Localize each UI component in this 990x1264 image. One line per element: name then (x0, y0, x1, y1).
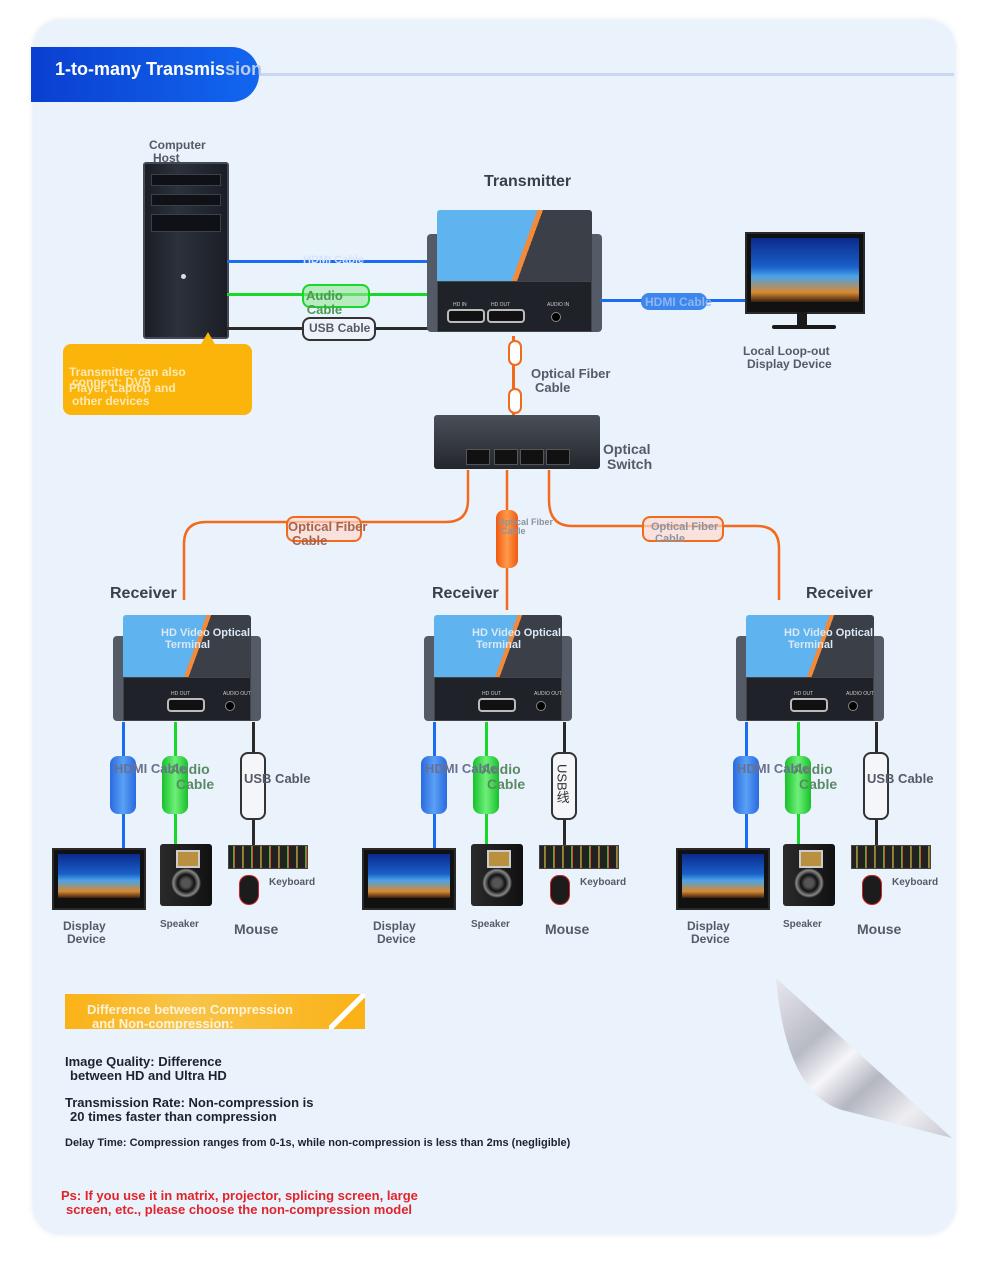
callout-pointer (200, 332, 216, 346)
display-device-icon (52, 848, 146, 910)
keyboard-label: Keyboard (269, 877, 316, 888)
receiver-usb-cable-label: USB线 (554, 764, 570, 804)
receiver-title: Receiver (432, 585, 499, 602)
display-device-icon (362, 848, 456, 910)
receiver-usb-connector (240, 752, 266, 820)
display-device-icon (676, 848, 770, 910)
loop-hdmi-connector (641, 293, 707, 310)
receiver-hdmi-connector (733, 756, 759, 814)
loop-display-monitor-icon (745, 232, 865, 314)
page-curl-decoration (776, 978, 952, 1138)
receiver-title: Receiver (110, 585, 177, 602)
comparison-heading-bar (65, 994, 365, 1029)
transmitter-device-icon: HD IN HD OUT AUDIO IN (427, 210, 602, 332)
speaker-icon (471, 844, 523, 906)
fiber-connector-center (496, 510, 518, 568)
computer-host-icon (143, 162, 229, 339)
receiver-usb-cable-label: USB Cable (867, 771, 934, 786)
usb-cable-label: USB Cable (309, 321, 371, 335)
header-rule (258, 73, 954, 76)
loop-hdmi-cable-label: HDMI Cable (645, 295, 712, 309)
keyboard-icon (851, 845, 931, 869)
mouse-label: Mouse (234, 921, 279, 937)
keyboard-icon (539, 845, 619, 869)
usb-cable-connector (302, 317, 376, 341)
transmitter-title: Transmitter (484, 173, 572, 190)
receiver-hdmi-cable-label: HDMI Cable (737, 761, 810, 776)
callout-text: Transmitter can also connect: DVR Player… (69, 365, 186, 408)
transmitter-note-callout (63, 344, 252, 415)
receiver-usb-connector (551, 752, 577, 820)
receiver-usb-connector (863, 752, 889, 820)
receiver-hdmi-cable-label: HDMI Cable (425, 761, 498, 776)
monitor-base (772, 325, 836, 329)
speaker-label: Speaker (160, 919, 199, 930)
fiber-connector-right (642, 516, 724, 542)
mouse-icon (550, 875, 570, 905)
mouse-icon (862, 875, 882, 905)
hdmi-cable-line (227, 260, 430, 263)
non-compression-note: Ps: If you use it in matrix, projector, … (61, 1188, 418, 1217)
receiver-hdmi-connector (421, 756, 447, 814)
speaker-icon (783, 844, 835, 906)
receiver-audio-connector (162, 756, 188, 814)
mouse-icon (239, 875, 259, 905)
title-banner (31, 47, 259, 102)
receiver-usb-cable-label: USB Cable (244, 771, 311, 786)
fiber-connector-left (286, 516, 362, 542)
speaker-label: Speaker (783, 919, 822, 930)
keyboard-label: Keyboard (580, 877, 627, 888)
keyboard-label: Keyboard (892, 877, 939, 888)
receiver-hdmi-cable-label: HDMI Cable (114, 761, 187, 776)
hdmi-cable-label: HDMI Cable (303, 254, 365, 266)
receiver-audio-connector (473, 756, 499, 814)
speaker-icon (160, 844, 212, 906)
receiver-title: Receiver (806, 585, 873, 602)
keyboard-icon (228, 845, 308, 869)
fiber-distribution-lines (182, 470, 781, 610)
audio-cable-connector (302, 284, 370, 308)
mouse-label: Mouse (545, 921, 590, 937)
page-title: 1-to-many Transmission (55, 59, 263, 79)
monitor-stand (797, 312, 807, 326)
receiver-hdmi-connector (110, 756, 136, 814)
fiber-connector-bottom (508, 388, 522, 414)
receiver-audio-connector (785, 756, 811, 814)
fiber-connector-top (508, 340, 522, 366)
uplink-fiber-line (512, 336, 515, 416)
mouse-label: Mouse (857, 921, 902, 937)
optical-switch-icon (434, 415, 600, 469)
speaker-label: Speaker (471, 919, 510, 930)
delay-time-text: Delay Time: Compression ranges from 0-1s… (65, 1137, 571, 1149)
